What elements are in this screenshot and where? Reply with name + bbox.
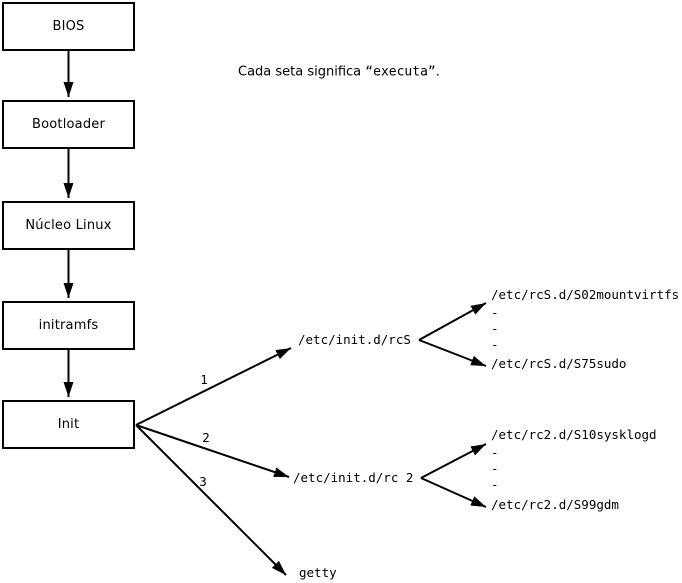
edge-label-3: 3 [199,473,207,489]
node-init: Init [2,400,135,449]
rcs-ellipsis-dash: - [491,304,499,320]
edge-label-1: 1 [200,371,208,387]
target-rc2-last-script: /etc/rc2.d/S99gdm [491,496,619,512]
edge-label-2: 2 [202,429,210,445]
legend-note-code: “executa” [365,64,436,80]
arrow-init-to-rc2 [135,424,290,478]
arrow-rc2-to-last-script [420,477,487,508]
target-rcs-last-script: /etc/rcS.d/S75sudo [491,355,627,371]
node-nucleo-linux: Núcleo Linux [2,201,135,250]
node-initramfs: initramfs [2,301,135,350]
arrow-rcs-to-first-script [418,302,487,341]
target-rc2-first-script: /etc/rc2.d/S10sysklogd [491,426,657,442]
legend-note: Cada seta significa “executa”. [238,65,440,80]
legend-note-period: . [435,64,440,80]
rcs-ellipsis-dash: - [491,336,499,352]
node-bios: BIOS [2,2,135,51]
arrow-rcs-to-last-script [418,339,487,367]
target-init-d-rcs: /etc/init.d/rcS [298,331,411,347]
node-bios-label: BIOS [52,19,85,34]
arrow-init-to-getty [135,424,287,576]
rc2-ellipsis-dash: - [491,476,499,492]
arrow-init-to-rcs [135,347,292,426]
node-nucleo-linux-label: Núcleo Linux [25,218,112,233]
legend-note-text: Cada seta significa [238,64,366,80]
rc2-ellipsis-dash: - [491,460,499,476]
target-init-d-rc2: /etc/init.d/rc 2 [293,469,414,485]
node-initramfs-label: initramfs [38,318,99,333]
node-init-label: Init [57,417,80,432]
node-bootloader-label: Bootloader [31,117,106,132]
target-getty: getty [299,564,337,580]
rc2-ellipsis-dash: - [491,444,499,460]
target-rcs-first-script: /etc/rcS.d/S02mountvirtfs [491,286,680,302]
rcs-ellipsis-dash: - [491,320,499,336]
node-bootloader: Bootloader [2,100,135,149]
arrow-rc2-to-first-script [420,443,487,479]
